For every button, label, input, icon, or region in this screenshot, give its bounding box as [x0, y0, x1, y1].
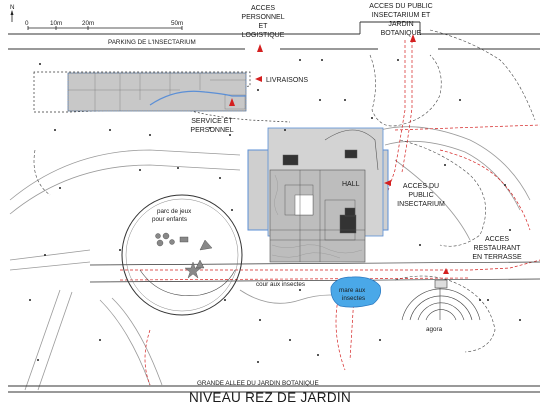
north-label: N: [10, 4, 15, 11]
playground-label-1: parc de jeux: [157, 208, 192, 215]
playground-label-2: pour enfants: [152, 216, 187, 223]
grand-allee: [8, 385, 540, 393]
service-label-1: SERVICE ET: [191, 118, 233, 125]
garden-lanes: [89, 261, 540, 283]
garden-beds: [33, 29, 536, 353]
insect-courtyard-label: cour aux insectes: [256, 281, 305, 288]
tree-dots: [29, 59, 521, 363]
agora-label: agora: [426, 326, 443, 333]
delivery-access-marker: [255, 76, 262, 82]
staff-access-marker: [257, 44, 263, 52]
public-insectarium-access-label-2: PUBLIC: [408, 192, 433, 199]
hall-label: HALL: [342, 181, 360, 188]
staff-access-label-1: ACCES: [251, 5, 275, 12]
deliveries-label: LIVRAISONS: [266, 77, 308, 84]
scale-tick-10m: 10m: [50, 20, 62, 27]
public-garden-access-label-4: BOTANIQUE: [381, 30, 422, 37]
insectarium-building: [247, 127, 389, 263]
staff-access-label-2: PERSONNEL: [241, 14, 284, 21]
restaurant-access-marker: [443, 268, 449, 274]
garden-paths: [9, 126, 531, 391]
parking-label: PARKING DE L'INSECTARIUM: [108, 39, 196, 46]
restaurant-access-label-2: RESTAURANT: [474, 245, 522, 252]
logistics-building: [67, 72, 247, 112]
scale-tick-0: 0: [25, 20, 29, 27]
staff-access-label-4: LOGISTIQUE: [242, 32, 285, 39]
pond-label-1: mare aux: [339, 287, 366, 294]
public-insectarium-access-label-1: ACCES DU: [403, 183, 439, 190]
plan-title: NIVEAU REZ DE JARDIN: [189, 390, 351, 405]
scale-tick-50m: 50m: [171, 20, 183, 27]
agora: [401, 279, 481, 321]
hall-access-marker: [384, 180, 391, 186]
public-garden-access-label-2: INSECTARIUM ET: [372, 12, 431, 19]
insect-pond: [330, 276, 382, 308]
north-arrow: N: [10, 4, 15, 22]
pond-label-2: insectes: [342, 295, 365, 302]
scale-bar: 0 10m 20m 50m: [25, 20, 183, 30]
service-label-2: PERSONNEL: [190, 127, 233, 134]
grand-allee-label: GRANDE ALLEE DU JARDIN BOTANIQUE: [197, 380, 319, 387]
access-paths: [119, 40, 540, 386]
access-markers: [229, 34, 449, 274]
public-garden-access-label-1: ACCES DU PUBLIC: [369, 3, 432, 10]
public-access-marker: [410, 34, 416, 42]
scale-tick-20m: 20m: [82, 20, 94, 27]
restaurant-access-label-3: EN TERRASSE: [472, 254, 522, 261]
service-access-marker: [229, 98, 235, 106]
restaurant-access-label-1: ACCES: [485, 236, 509, 243]
playground: [121, 194, 243, 316]
public-garden-access-label-3: JARDIN: [388, 21, 413, 28]
parking-road: [8, 21, 540, 50]
staff-access-label-3: ET: [259, 23, 269, 30]
public-insectarium-access-label-3: INSECTARIUM: [397, 201, 445, 208]
